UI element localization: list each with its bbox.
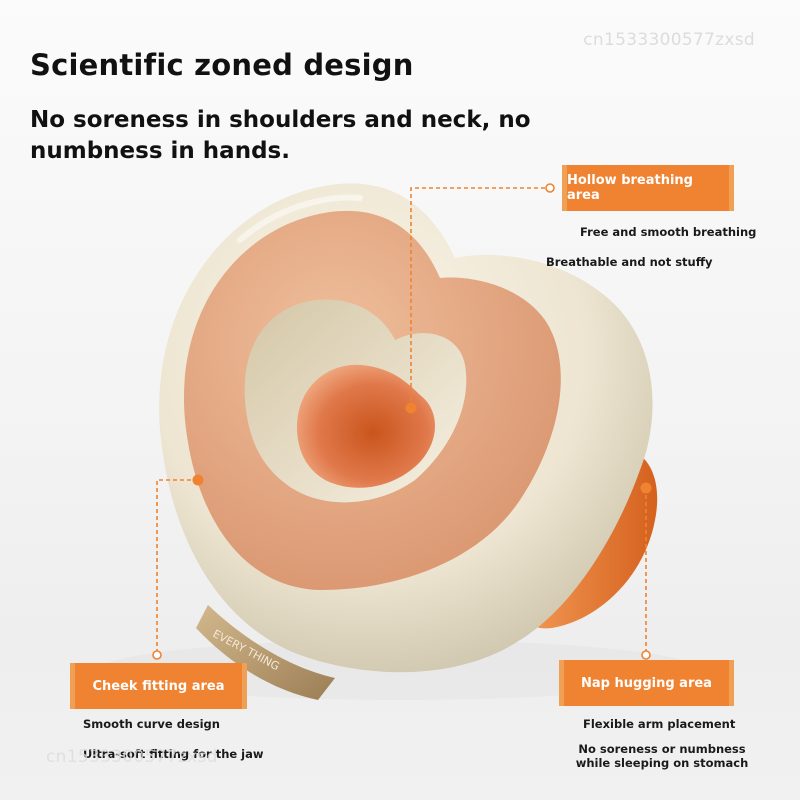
nap-marker-dot: [640, 482, 652, 494]
cheek-fitting-label: Cheek fitting area: [70, 663, 247, 709]
highlight: [237, 194, 363, 243]
nap-end-ring: [641, 650, 651, 660]
nap-caption-2: No soreness or numbness while sleeping o…: [575, 742, 749, 770]
cheek-marker-dot: [192, 474, 204, 486]
cheek-fitting-label-text: Cheek fitting area: [75, 663, 242, 709]
guide-line-cheek: [156, 479, 198, 652]
hollow-breathing-label: Hollow breathing area: [562, 165, 734, 211]
watermark-bottom: cn1533300577zxsd: [46, 747, 218, 767]
label-tab-right: [725, 165, 734, 211]
cheek-caption-2: Ultra-soft fitting for the jaw: [83, 747, 264, 761]
hollow-caption-1: Free and smooth breathing: [580, 225, 757, 239]
label-tab-left: [559, 660, 568, 706]
hollow-marker-dot: [405, 402, 417, 414]
page-title: Scientific zoned design: [30, 48, 414, 82]
cheek-caption-1: Smooth curve design: [83, 717, 220, 731]
watermark-top: cn1533300577zxsd: [583, 30, 755, 50]
strap: [196, 605, 335, 700]
nap-hugging-label: Nap hugging area: [559, 660, 734, 706]
breathing-hollow: [296, 364, 435, 488]
nap-hugging-label-text: Nap hugging area: [564, 660, 729, 706]
cheek-end-ring: [152, 650, 162, 660]
hollow-breathing-label-text: Hollow breathing area: [567, 165, 729, 211]
hollow-end-ring: [545, 183, 555, 193]
nap-caption-1: Flexible arm placement: [583, 717, 736, 731]
label-tab-left: [70, 663, 79, 709]
guide-line-hollow: [410, 187, 548, 408]
label-tab-right: [238, 663, 247, 709]
label-tab-left: [562, 165, 571, 211]
page-subtitle: No soreness in shoulders and neck, no nu…: [30, 107, 531, 164]
label-tab-right: [725, 660, 734, 706]
hollow-caption-2: Breathable and not stuffy: [546, 255, 713, 269]
